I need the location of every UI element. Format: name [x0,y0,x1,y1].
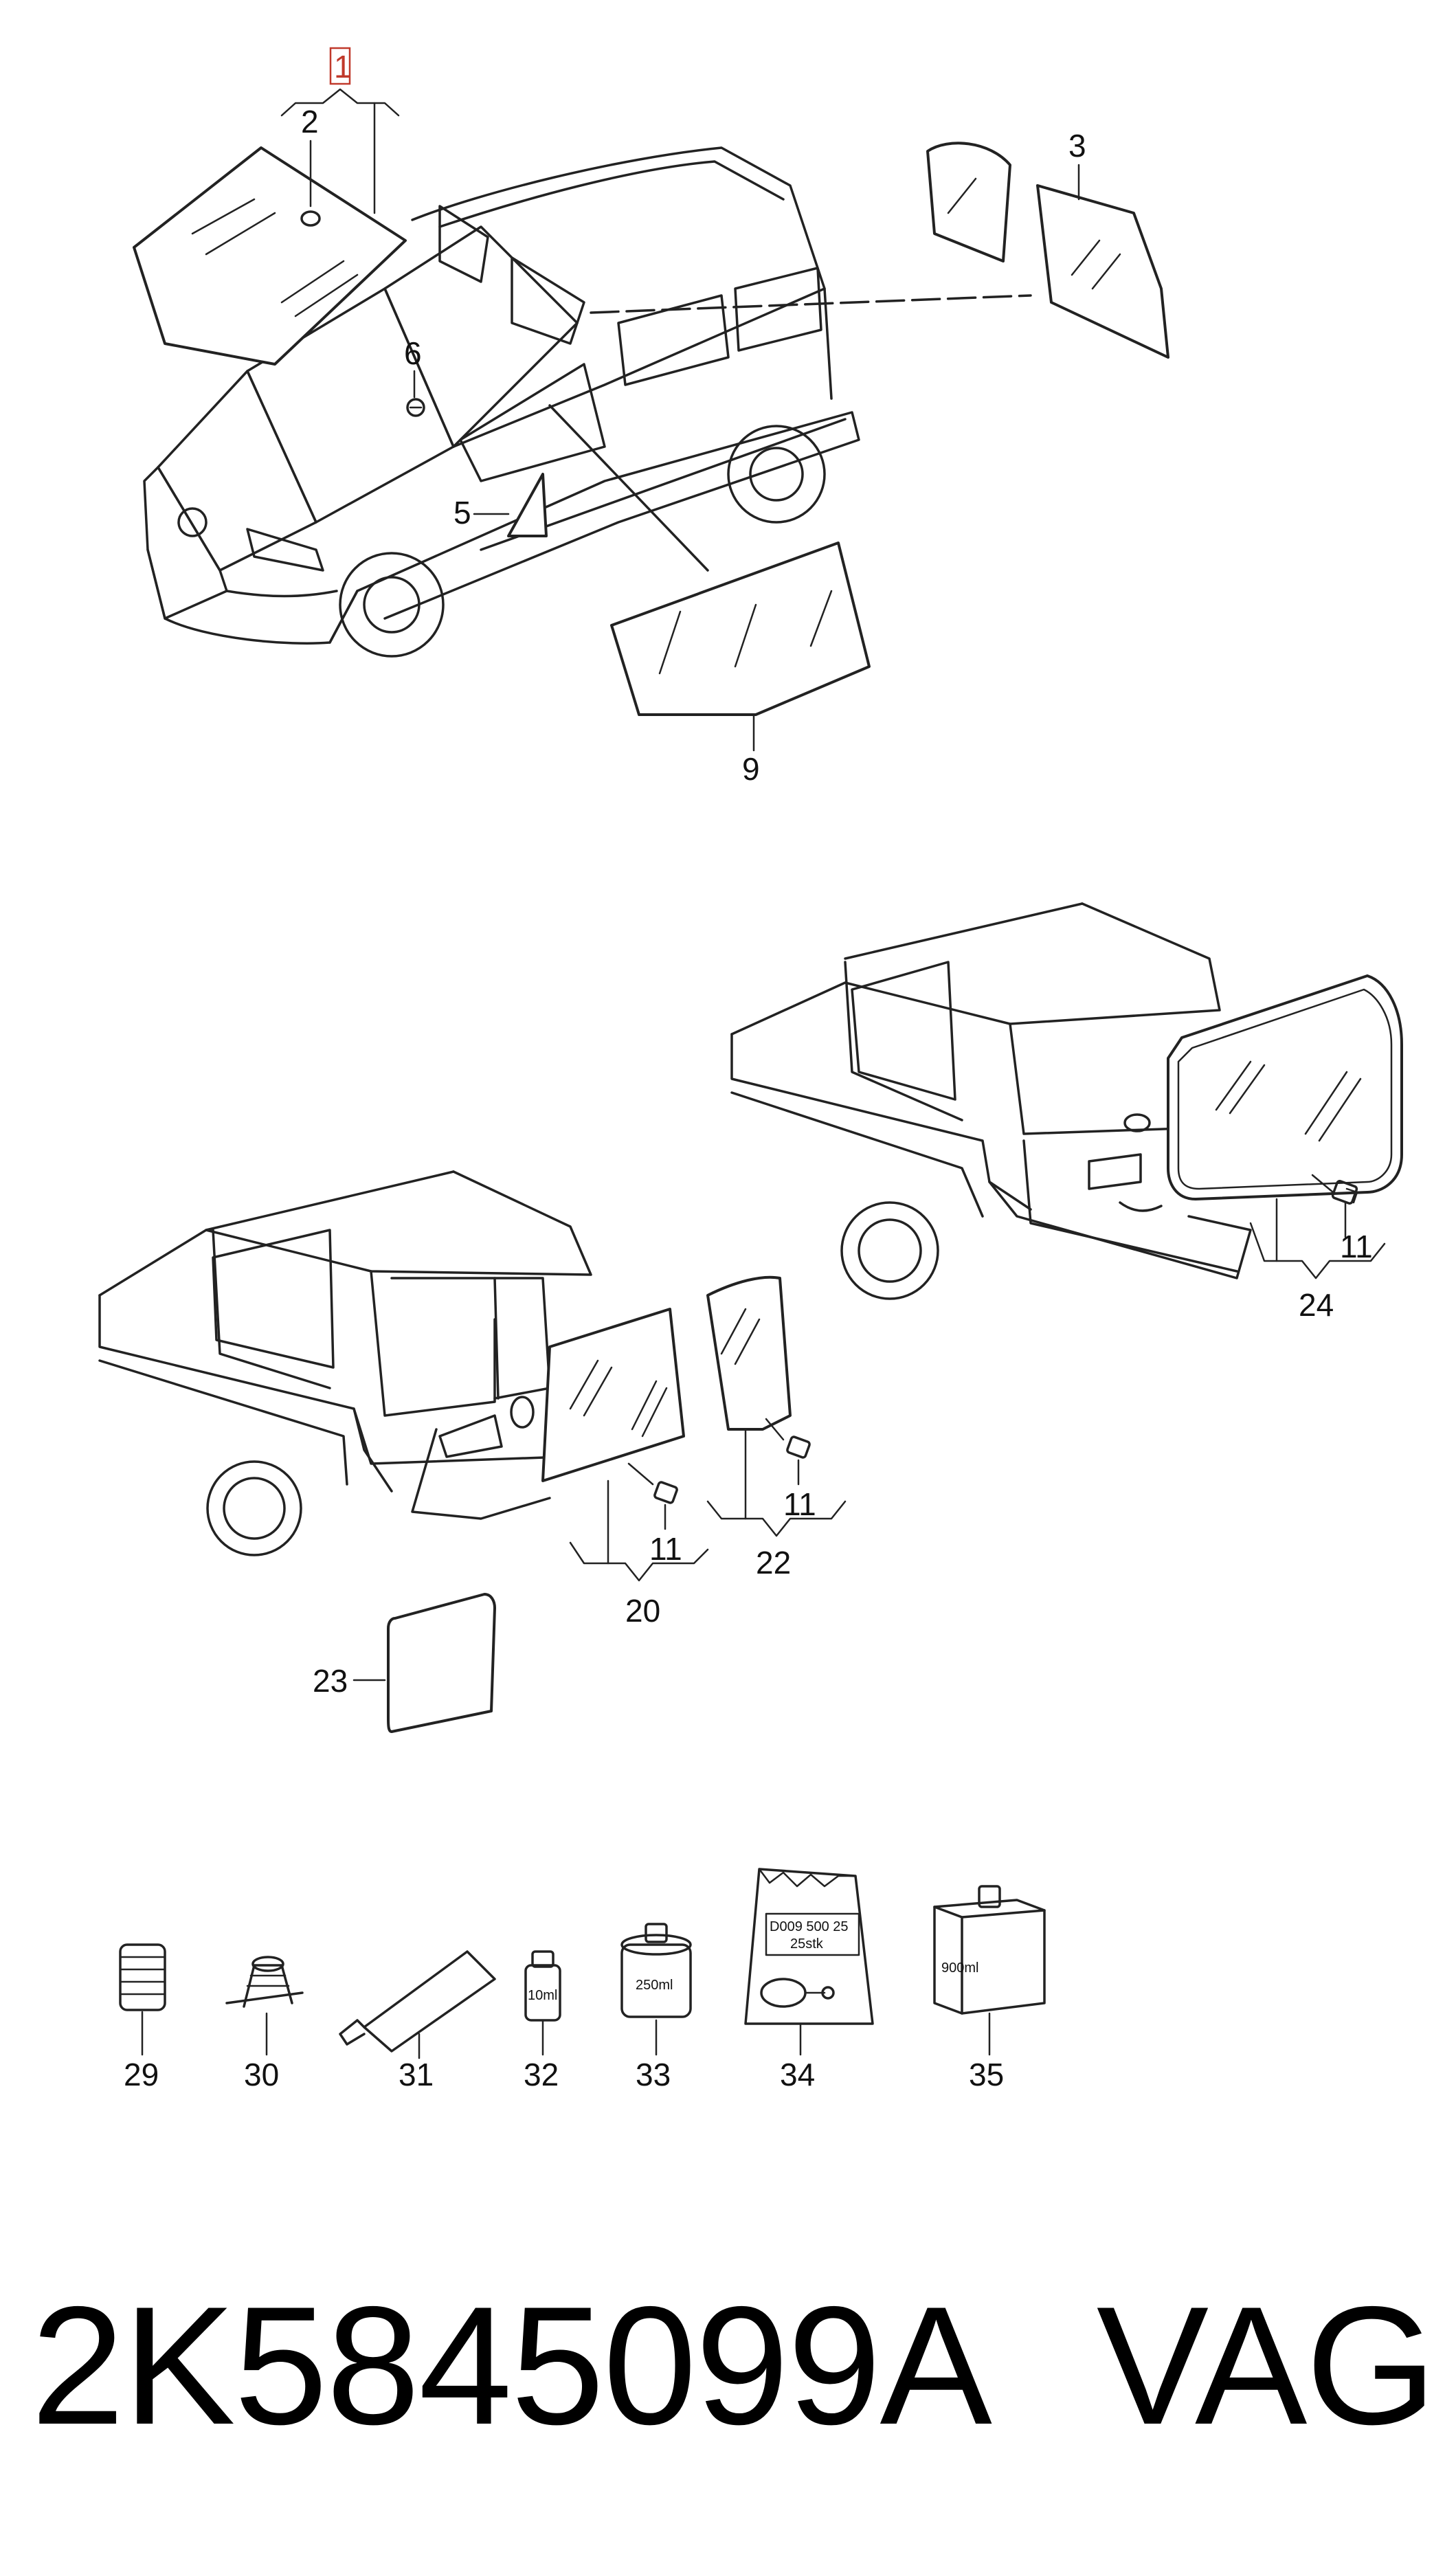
callout-20: 11 20 [569,1479,709,1629]
primer-bottle-32: 10ml 32 [524,1950,561,2092]
callout-1: 1 [280,47,400,214]
rear-side-window-glass [590,142,1169,359]
rear-door-left-glass [541,1308,685,1482]
side-panel-glass [387,1593,496,1733]
svg-text:30: 30 [244,2057,279,2092]
svg-text:5: 5 [453,495,471,530]
primer-can-33: 250ml 33 [620,1923,692,2092]
svg-text:11: 11 [783,1486,816,1522]
part-number: 2K5845099A [31,2271,992,2459]
tailgate-glass [1167,974,1403,1200]
svg-text:D009 500 25: D009 500 25 [770,1919,849,1934]
spring-clip-30: 30 [225,1956,304,2092]
svg-text:35: 35 [969,2057,1004,2092]
svg-text:23: 23 [313,1663,348,1699]
svg-text:20: 20 [625,1593,660,1629]
svg-text:250ml: 250ml [636,1978,673,1993]
svg-text:11: 11 [1340,1229,1373,1264]
callout-5: 5 [453,495,510,530]
svg-text:31: 31 [399,2057,434,2092]
rear-door-left-glass-connector [627,1462,678,1504]
svg-text:25stk: 25stk [790,1936,824,1952]
svg-text:32: 32 [524,2057,559,2092]
windshield-glass [133,146,407,366]
clip-bag-34: D009 500 25 25stk 34 [744,1868,874,2092]
svg-text:6: 6 [404,335,422,371]
svg-text:34: 34 [780,2057,815,2092]
svg-text:22: 22 [756,1545,791,1580]
callout-2: 2 [301,104,319,208]
svg-text:1: 1 [334,49,352,85]
svg-text:11: 11 [649,1531,682,1567]
brand-label: VAG [1096,2271,1437,2459]
callout-23: 23 [313,1663,386,1699]
callout-9: 9 [742,713,760,787]
front-door-glass [548,404,871,716]
callout-6: 6 [404,335,422,399]
svg-text:10ml: 10ml [528,1988,557,2003]
svg-text:3: 3 [1068,128,1086,164]
glass-stop-clip [406,398,425,417]
rear-door-right-glass-connector [765,1418,811,1459]
svg-text:29: 29 [124,2057,159,2092]
cleaner-box-35: 900ml 35 [933,1885,1046,2092]
svg-text:2: 2 [301,104,319,139]
svg-text:9: 9 [742,751,760,787]
van-rear-doors-view [98,1170,592,1556]
tailgate-glass-connector [1311,1174,1358,1205]
adhesive-tube-31: 31 [339,1950,496,2092]
svg-text:900ml: 900ml [941,1960,978,1976]
van-rear-tailgate-view [730,902,1252,1300]
callout-24: 11 24 [1249,1198,1386,1323]
callout-22: 11 22 [706,1428,847,1580]
rear-door-right-glass [706,1275,792,1431]
svg-text:24: 24 [1299,1287,1334,1323]
callout-3: 3 [1068,128,1086,201]
spring-clip-29: 29 [119,1943,166,2092]
svg-text:33: 33 [636,2057,671,2092]
quarter-glass [507,473,548,537]
